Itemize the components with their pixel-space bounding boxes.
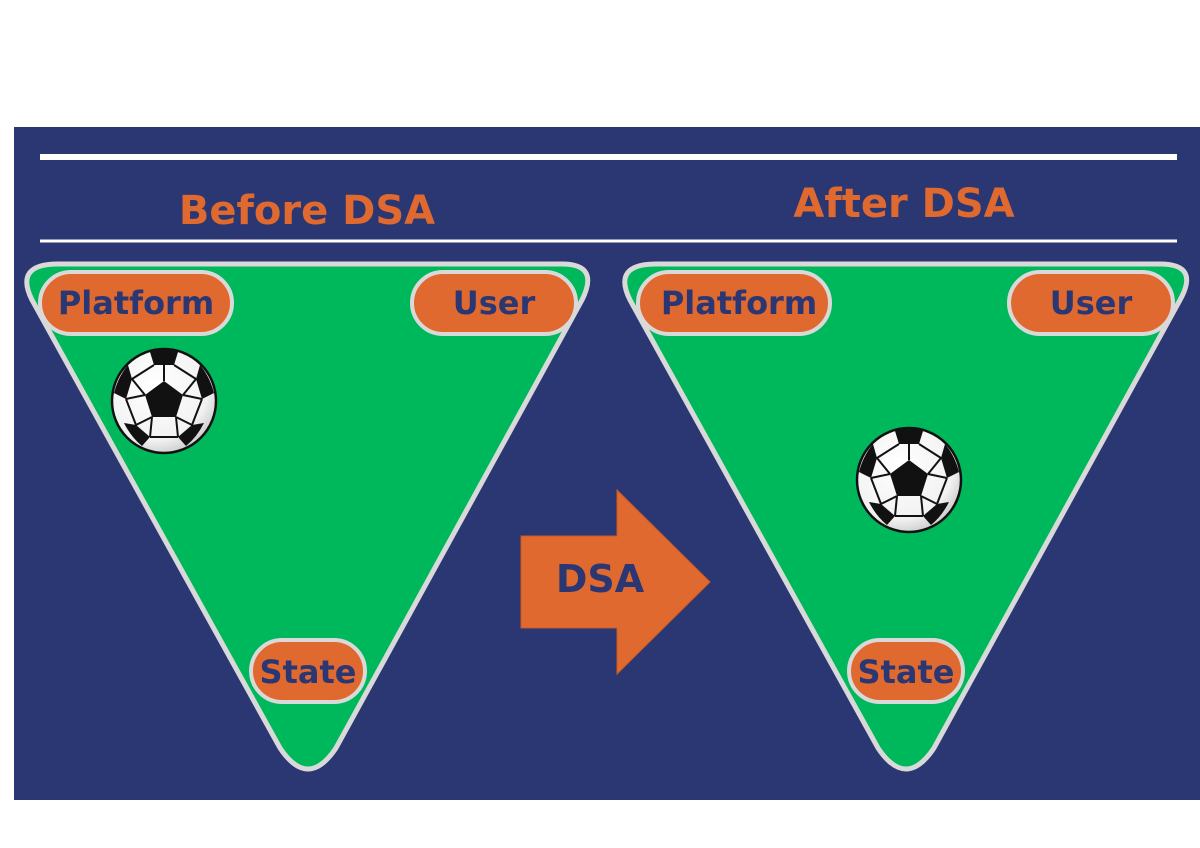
after-state-pill: State — [847, 638, 965, 704]
before-soccer-ball-icon — [110, 347, 218, 455]
after-panel: Platform User State — [622, 261, 1190, 772]
heading-after: After DSA — [793, 181, 1014, 227]
before-panel: Platform User State — [24, 261, 591, 772]
before-user-pill: User — [410, 270, 578, 336]
after-soccer-ball-icon — [855, 426, 963, 534]
after-state-label: State — [858, 653, 955, 691]
before-platform-label: Platform — [58, 284, 214, 322]
arrow-right-icon — [520, 488, 711, 676]
after-user-pill: User — [1007, 270, 1175, 336]
after-platform-pill: Platform — [636, 270, 832, 336]
after-platform-label: Platform — [661, 284, 817, 322]
arrow-label: DSA — [556, 557, 645, 601]
before-platform-pill: Platform — [38, 270, 234, 336]
before-state-label: State — [260, 653, 357, 691]
before-user-label: User — [453, 284, 536, 322]
dsa-arrow: DSA — [520, 488, 711, 676]
heading-before: Before DSA — [179, 188, 435, 234]
before-state-pill: State — [249, 638, 367, 704]
after-user-label: User — [1050, 284, 1133, 322]
